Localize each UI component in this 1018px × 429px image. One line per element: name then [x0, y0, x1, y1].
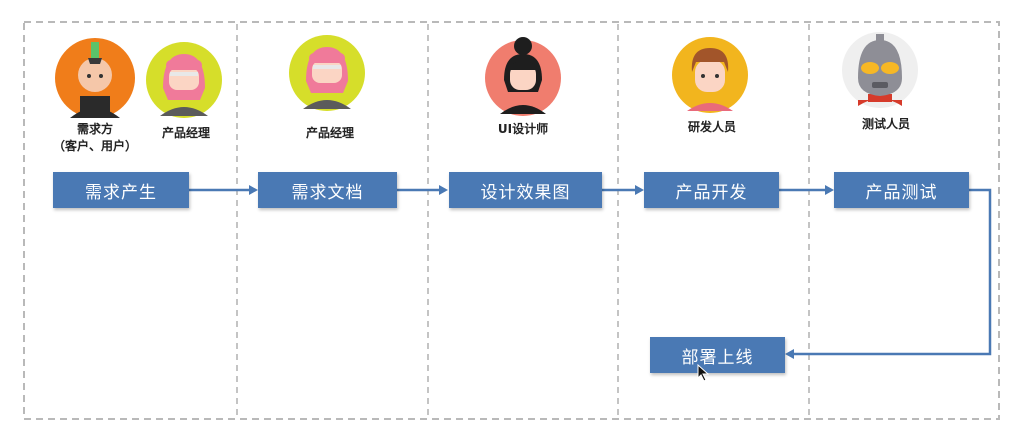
arrow-develop-to-test [779, 185, 834, 195]
step-develop-button[interactable]: 产品开发 [644, 172, 779, 208]
swimlane-frame [23, 21, 1000, 420]
pink-hair-girl-avatar-icon [289, 35, 365, 111]
arrow-test-to-deploy [785, 188, 992, 359]
robot-ultraman-avatar-icon [842, 32, 918, 108]
mouse-cursor-icon [697, 364, 710, 382]
arrow-design-to-develop [602, 185, 644, 195]
step-demand-button[interactable]: 需求产生 [53, 172, 189, 208]
pink-hair-girl-avatar-icon [146, 42, 222, 118]
role-demand-party: 需求方 （客户、用户） [53, 121, 137, 155]
punk-mohawk-avatar-icon [55, 38, 135, 118]
role-tester-label: 测试人员 [861, 117, 911, 131]
role-demand-party-label: 需求方 [76, 122, 114, 136]
boy-avatar-icon [672, 37, 748, 113]
step-deploy-button[interactable]: 部署上线 [650, 337, 785, 373]
arrow-doc-to-design [397, 185, 448, 195]
step-design-button[interactable]: 设计效果图 [449, 172, 602, 208]
role-ui-designer-label: UI设计师 [497, 122, 549, 136]
role-developer-label: 研发人员 [687, 120, 737, 134]
bun-hair-woman-avatar-icon [485, 37, 561, 116]
arrow-demand-to-doc [189, 185, 258, 195]
role-pm-2-label: 产品经理 [305, 126, 355, 140]
role-demand-party-sublabel: （客户、用户） [52, 139, 138, 153]
step-doc-button[interactable]: 需求文档 [258, 172, 397, 208]
role-pm-1-label: 产品经理 [161, 126, 211, 140]
step-test-button[interactable]: 产品测试 [834, 172, 969, 208]
